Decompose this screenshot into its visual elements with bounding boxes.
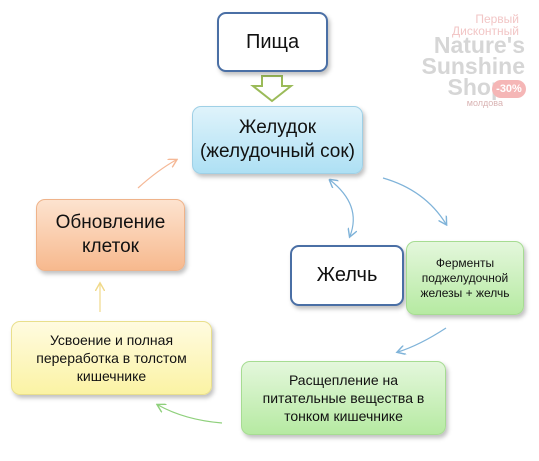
node-stomach-label: Желудок (желудочный сок) (199, 117, 356, 162)
split-to-absorption-arrow (158, 405, 223, 424)
watermark-line2: Дисконтный (452, 24, 519, 38)
node-stomach: Желудок (желудочный сок) (192, 106, 363, 174)
stomach-bile-arrow (330, 180, 353, 236)
renewal-to-stomach-arrow (137, 160, 176, 189)
node-bile-label: Желчь (316, 264, 378, 286)
watermark-line3: Nature's (433, 32, 525, 58)
node-bile: Желчь (290, 245, 404, 306)
node-food-label: Пища (245, 30, 300, 53)
node-absorption: Усвоение и полная переработка в толстом … (11, 321, 212, 395)
watermark-line6: молдова (466, 98, 503, 108)
enzymes-to-split-arrow (398, 327, 447, 352)
node-splitting-label: Расщепление на питательные вещества в то… (262, 372, 425, 424)
node-enzymes-label: Ферменты поджелудочной железы + желчь (420, 255, 510, 300)
node-food: Пища (217, 12, 328, 72)
stomach-to-enzymes-arrow (382, 177, 446, 224)
food-to-stomach-arrow (250, 75, 294, 103)
node-cell-renewal: Обновление клеток (36, 199, 185, 271)
watermark-line1: Первый (475, 12, 519, 26)
node-enzymes: Ферменты поджелудочной железы + желчь (406, 241, 524, 315)
watermark-discount-badge: -30% (492, 80, 526, 98)
node-splitting: Расщепление на питательные вещества в то… (241, 361, 446, 435)
node-absorption-label: Усвоение и полная переработка в толстом … (36, 332, 187, 384)
node-cell-renewal-label: Обновление клеток (55, 212, 166, 257)
watermark-line4: Sunshine (421, 53, 525, 79)
watermark-line5: Shop (447, 74, 506, 100)
